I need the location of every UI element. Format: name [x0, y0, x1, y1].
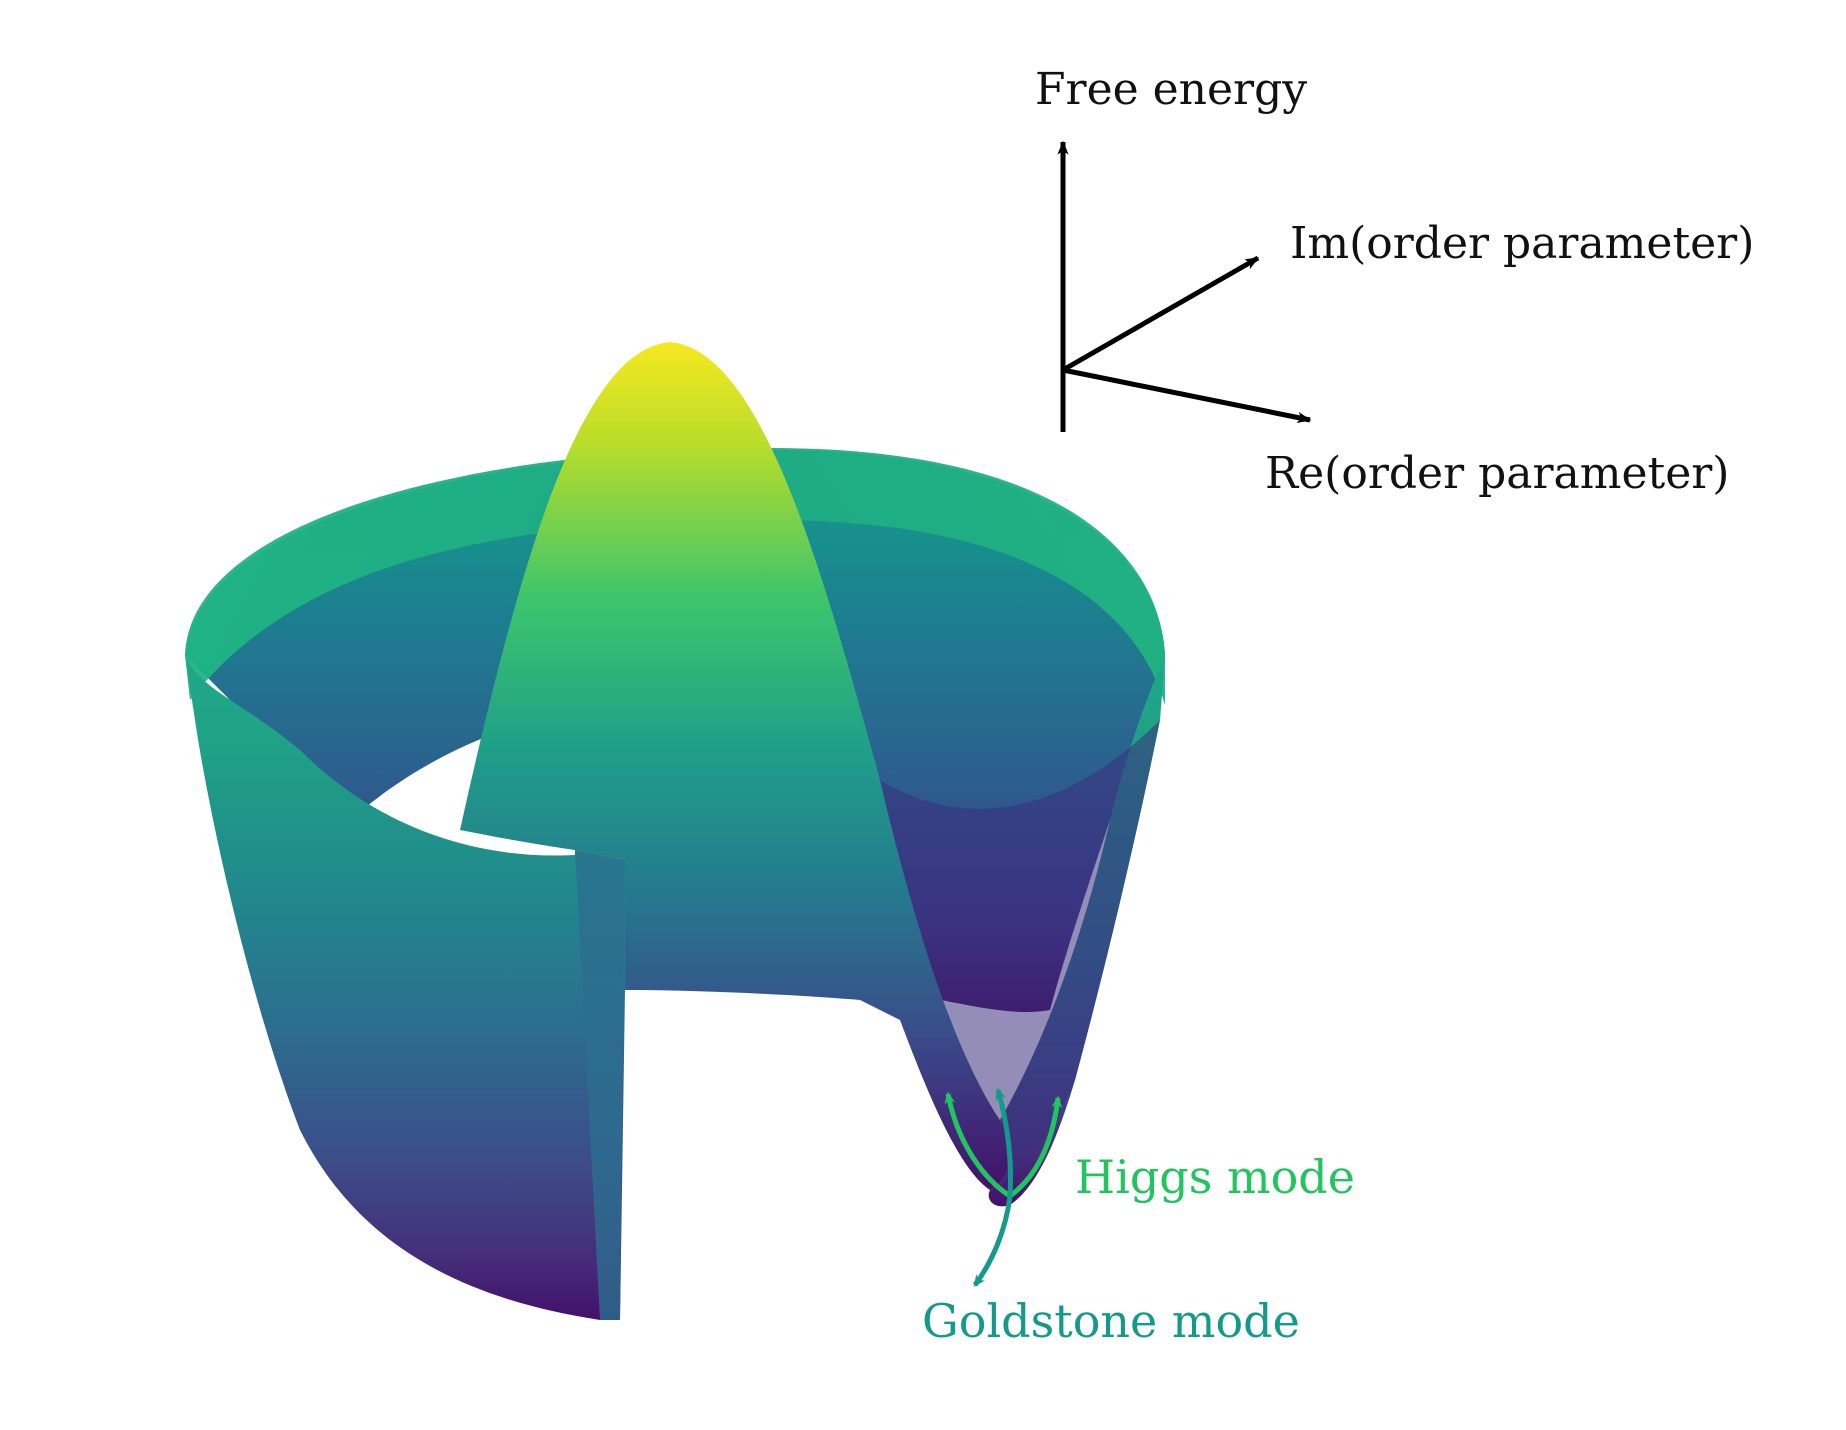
- axes-group: Free energy Im(order parameter) Re(order…: [1035, 64, 1754, 499]
- higgs-arrow-left: [944, 1091, 1012, 1199]
- goldstone-mode-label: Goldstone mode: [922, 1294, 1300, 1348]
- bowl-rim: [185, 448, 1165, 705]
- imaginary-axis: [1061, 255, 1260, 373]
- central-peak: [460, 342, 1011, 1190]
- goldstone-arrow-down: [972, 1195, 1013, 1287]
- bowl-cut-face-left: [575, 850, 625, 1320]
- higgs-mode-arrows: Higgs mode: [944, 1091, 1355, 1204]
- free-energy-surface: [185, 342, 1165, 1320]
- imaginary-axis-label: Im(order parameter): [1290, 218, 1754, 269]
- free-energy-label: Free energy: [1035, 64, 1307, 115]
- real-axis: [1062, 367, 1312, 423]
- higgs-arrow-right: [1008, 1095, 1063, 1199]
- real-axis-label: Re(order parameter): [1265, 448, 1729, 499]
- goldstone-arrow-up: [995, 1087, 1013, 1197]
- bowl-outer-wall-left: [185, 655, 625, 1320]
- higgs-mode-label: Higgs mode: [1075, 1150, 1355, 1204]
- goldstone-mode-arrows: Goldstone mode: [922, 1087, 1300, 1348]
- trough-shadow: [880, 720, 1160, 1190]
